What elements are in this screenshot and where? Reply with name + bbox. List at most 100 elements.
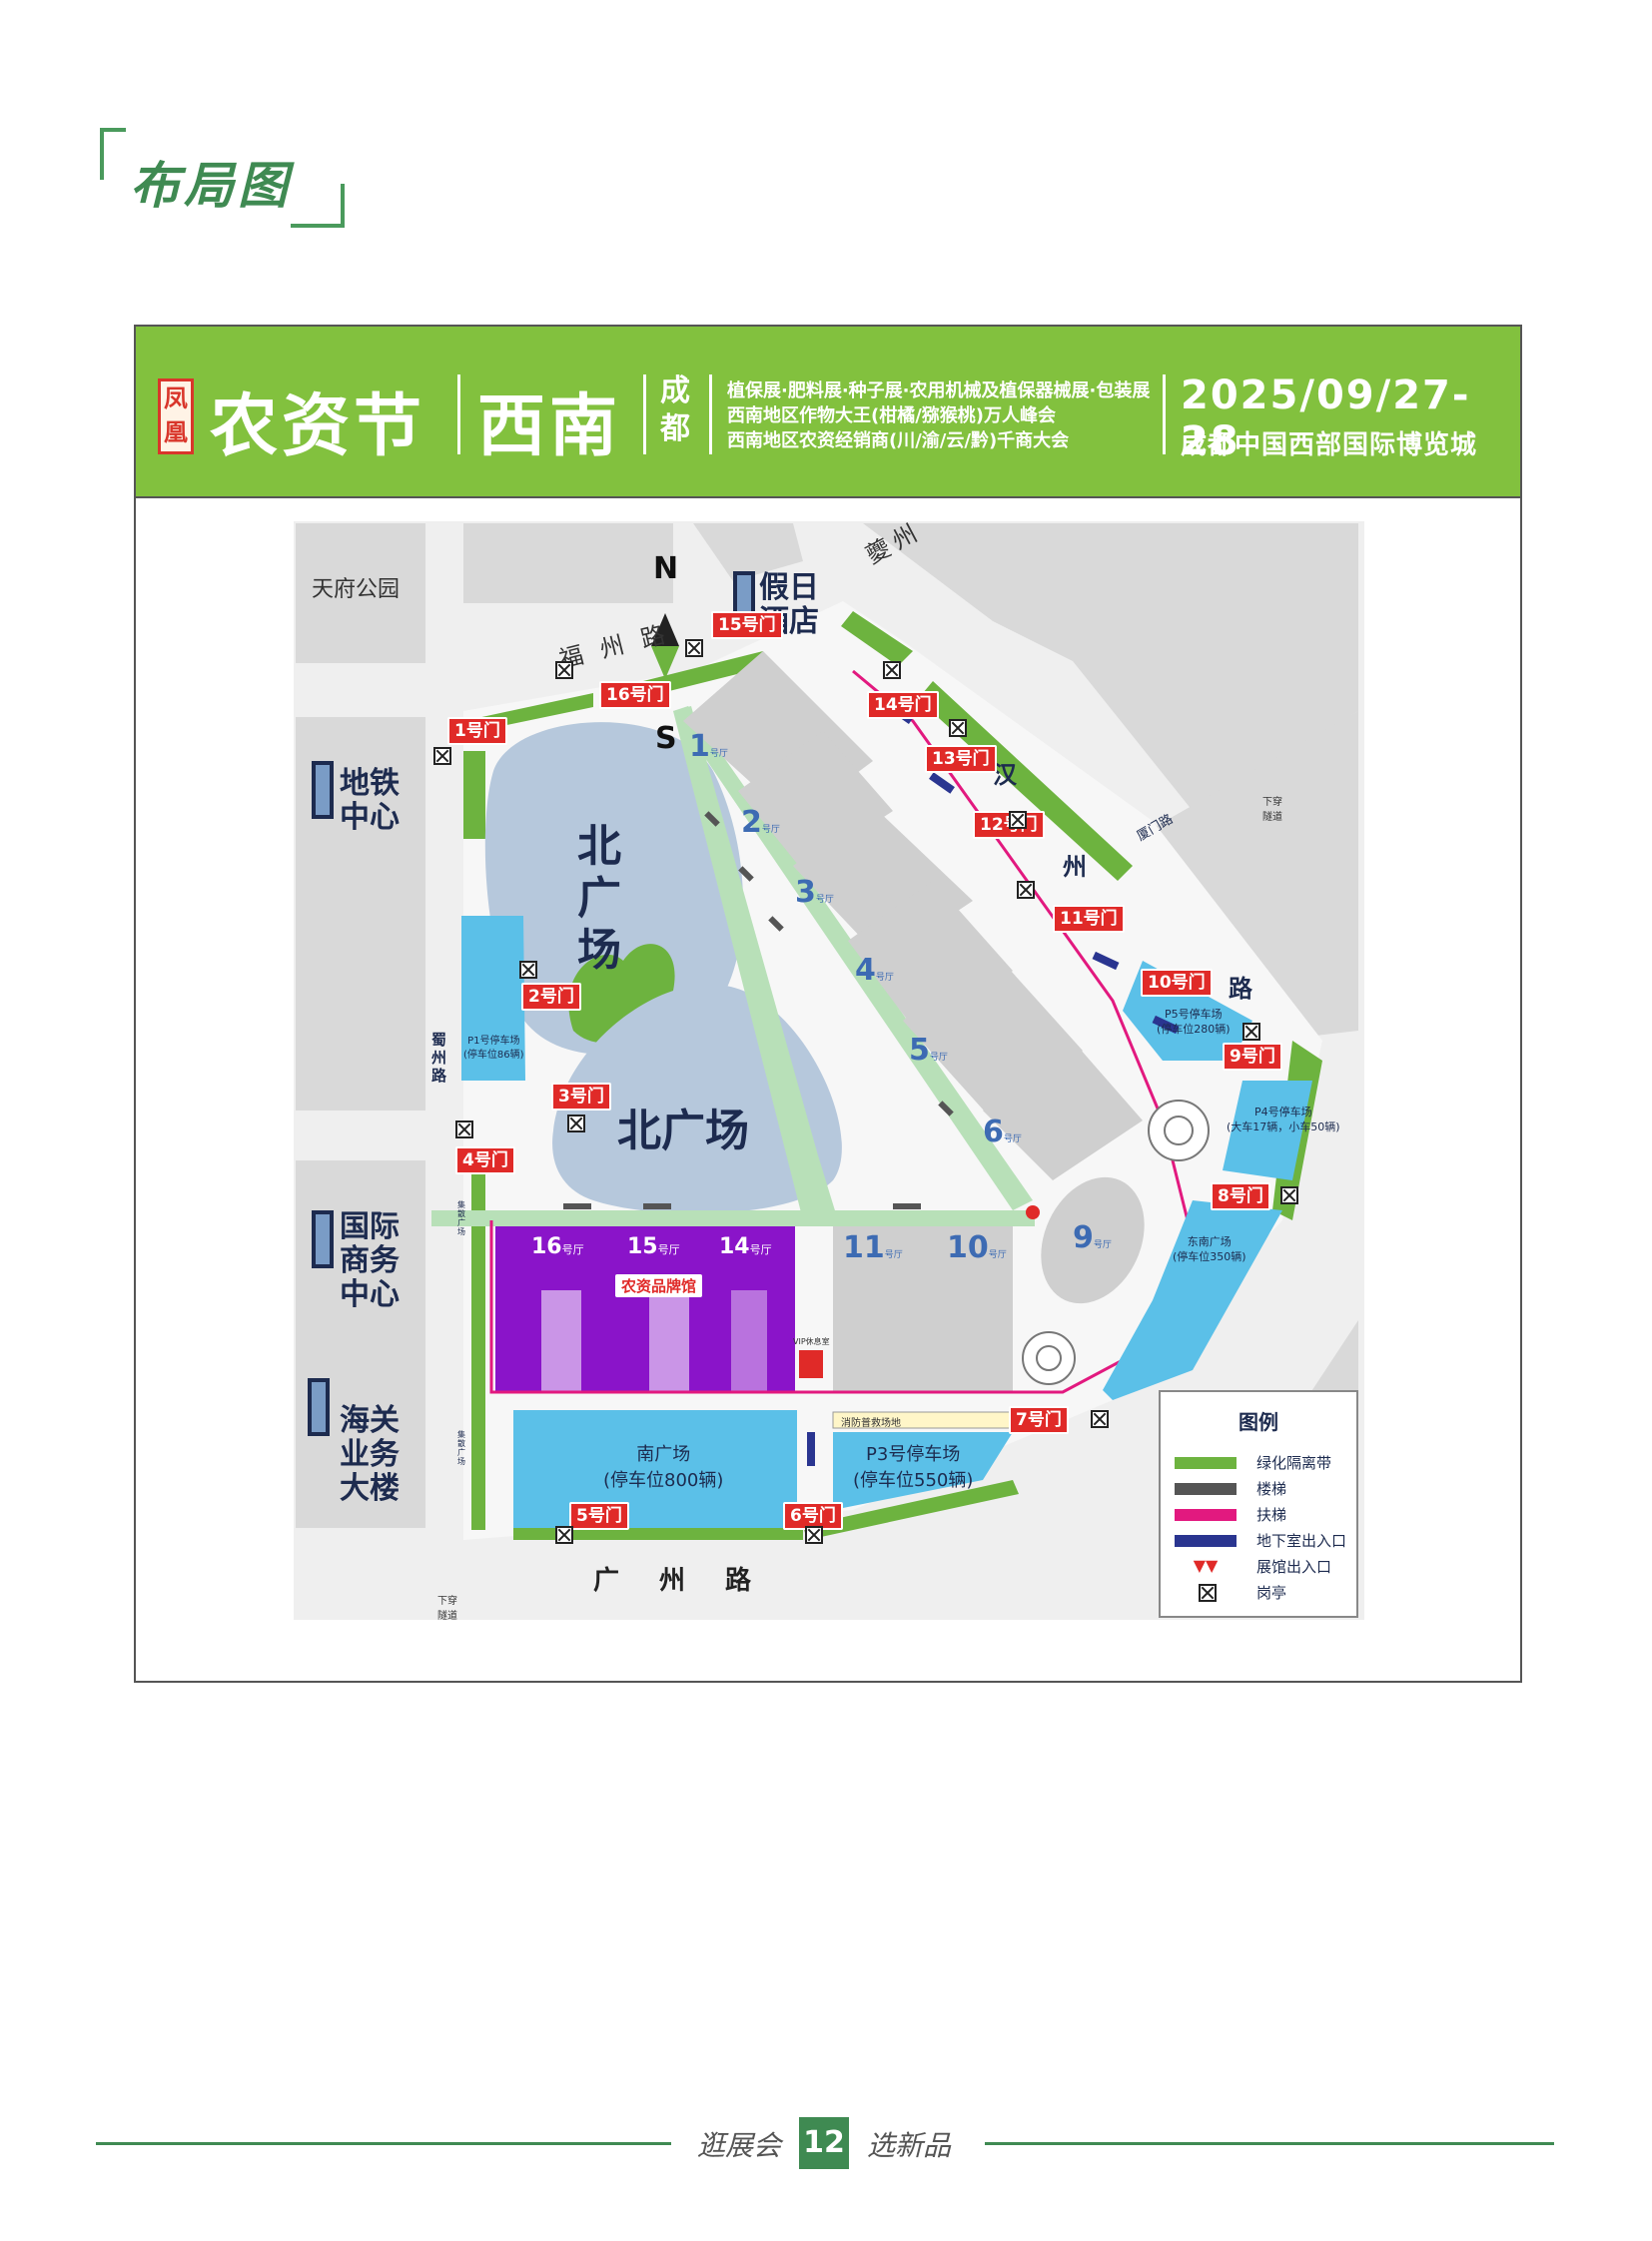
legend-item: ▼▼展馆出入口 <box>1175 1556 1354 1578</box>
bracket-top-left <box>100 128 126 180</box>
round-tower <box>1022 1331 1076 1385</box>
hall-3-label: 3号厅 <box>795 875 834 910</box>
metro-center-label: 地铁中心 <box>340 766 400 835</box>
hall-2-label: 2号厅 <box>741 805 780 840</box>
tunnel-label: 下穿隧道 <box>1262 797 1282 823</box>
legend-title: 图例 <box>1239 1410 1278 1434</box>
hall-6-label: 6号厅 <box>983 1115 1022 1149</box>
legend-item: 楼梯 <box>1175 1478 1354 1500</box>
north-plaza-label: 北广场 <box>617 1106 749 1156</box>
legend-swatch-stairs <box>1175 1483 1237 1495</box>
southeast-plaza <box>1103 1200 1282 1400</box>
legend-item: 扶梯 <box>1175 1504 1354 1526</box>
gate-10: 10号门 <box>1141 969 1213 997</box>
walkway <box>673 706 1033 1210</box>
p3-parking-label: P3号停车场(停车位550辆) <box>853 1444 974 1491</box>
p5-parking-label: P5号停车场(停车位280辆) <box>1157 1008 1231 1036</box>
kiosk-icon <box>1009 811 1027 829</box>
legend-item: 绿化隔离带 <box>1175 1452 1354 1474</box>
kiosk-icon <box>805 1526 823 1544</box>
walkway <box>431 1210 1035 1226</box>
kiosk-icon <box>1242 1023 1260 1041</box>
logo-text: 凤凰 <box>164 384 188 446</box>
venue-map: N S 天府公园 假日酒店 地铁中心 国际商务中心 海关业务大楼 福州路 夔州 … <box>294 521 1364 1620</box>
kiosk-icon <box>433 747 451 765</box>
hall-9-label: 9号厅 <box>1073 1220 1112 1255</box>
kiosk-icon <box>1280 1186 1298 1204</box>
kiosk-icon <box>455 1120 473 1138</box>
hall-gap <box>541 1290 581 1392</box>
city-block <box>863 523 1358 811</box>
map-drawing <box>294 521 1364 1620</box>
brand-hall-label: 农资品牌馆 <box>615 1274 703 1297</box>
guangzhou-road-label: 广州路 <box>593 1566 792 1596</box>
kiosk-icon <box>555 661 573 679</box>
south-plaza <box>513 1410 797 1528</box>
hall-10-label: 10号厅 <box>947 1230 1007 1265</box>
hall-11-label: 11号厅 <box>843 1230 903 1265</box>
west-plaza-label: 集散广场 <box>457 1200 465 1236</box>
tower-icon <box>312 761 334 819</box>
p1-parking-label: P1号停车场(停车位86辆) <box>463 1036 524 1061</box>
subtitle-line: 西南地区作物大王(柑橘/猕猴桃)万人峰会 <box>727 405 1057 426</box>
p4-parking <box>1223 1081 1312 1180</box>
kiosk-icon <box>567 1115 585 1132</box>
north-plaza-lake <box>484 722 743 1055</box>
north-plaza-vertical-label: 北广场 <box>577 821 621 976</box>
kiosk-icon <box>883 661 901 679</box>
legend-item: 地下室出入口 <box>1175 1530 1354 1552</box>
tunnel-label: 下穿隧道 <box>437 1596 457 1620</box>
event-banner: 凤凰 农资节 西南 成都 植保展·肥料展·种子展·农用机械及植保器械展·包装展 … <box>136 327 1520 498</box>
event-name: 农资节 <box>210 387 426 466</box>
gate-15: 15号门 <box>711 611 783 639</box>
fire-lane-label: 消防普救场地 <box>841 1418 901 1429</box>
kiosk-icon <box>1017 881 1035 899</box>
gate-14: 14号门 <box>867 691 939 719</box>
divider <box>643 374 646 454</box>
city-block <box>296 523 425 663</box>
hanzhou-road-char: 州 <box>1063 853 1087 881</box>
kiosk-icon <box>555 1526 573 1544</box>
legend-item: 岗亭 <box>1175 1582 1354 1604</box>
event-venue: 成都中国西部国际博览城 <box>1181 430 1478 460</box>
bracket-bottom-right <box>291 184 345 228</box>
entrance-arrow-icon: ▼▼ <box>1193 1556 1219 1575</box>
p1-parking <box>461 916 525 1081</box>
hall-6 <box>983 1041 1143 1180</box>
subtitle-line: 植保展·肥料展·种子展·农用机械及植保器械展·包装展 <box>727 380 1151 401</box>
compass-north: N <box>653 551 679 586</box>
page-number: 12 <box>799 2117 849 2169</box>
footer-line-right <box>985 2142 1554 2145</box>
southeast-plaza-label: 东南广场(停车位350辆) <box>1173 1235 1246 1263</box>
round-tower <box>1148 1100 1210 1161</box>
gate-9: 9号门 <box>1223 1043 1282 1071</box>
legend-swatch-green <box>1175 1457 1237 1469</box>
section-title: 布局图 <box>130 157 292 215</box>
marker-dot <box>1026 1205 1040 1219</box>
gate-13: 13号门 <box>925 745 997 773</box>
stairs <box>563 811 954 1209</box>
footer-slogan-left: 逛展会 <box>697 2129 782 2162</box>
hall-14-label: 14号厅 <box>719 1234 772 1259</box>
vip-room-marker <box>799 1350 823 1378</box>
divider <box>1163 374 1166 454</box>
gate-2: 2号门 <box>521 983 581 1011</box>
shuzhou-road-label: 蜀州路 <box>431 1031 447 1085</box>
brand-logo: 凤凰 <box>158 378 194 454</box>
green-belt <box>471 1170 485 1530</box>
kiosk-icon <box>1091 1410 1109 1428</box>
gate-4: 4号门 <box>455 1146 515 1174</box>
round-tower <box>1164 1116 1194 1145</box>
gate-11: 11号门 <box>1053 905 1125 933</box>
gate-5: 5号门 <box>569 1502 629 1530</box>
legend-swatch-basement <box>1175 1535 1237 1547</box>
p3-parking <box>833 1432 1013 1510</box>
hall-gap <box>731 1290 767 1392</box>
green-belt <box>841 611 913 666</box>
hanzhou-road-char: 汉 <box>993 761 1017 789</box>
kiosk-icon <box>685 639 703 657</box>
round-tower <box>1036 1345 1062 1371</box>
event-region: 西南 <box>477 387 622 466</box>
gate-7: 7号门 <box>1009 1406 1069 1434</box>
halls-10-11 <box>833 1226 1013 1392</box>
